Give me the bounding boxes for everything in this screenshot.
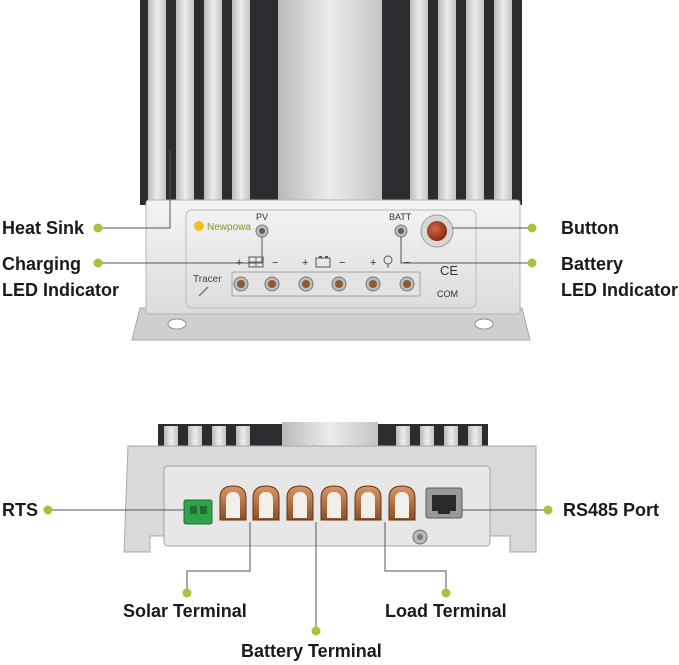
label-rts: RTS <box>2 500 38 520</box>
dot-charging-led <box>93 258 103 268</box>
com-label: COM <box>437 289 458 299</box>
rs485-port[interactable] <box>425 487 463 519</box>
top-device: Newpowa PV BATT + − + − + − CE COM Trace… <box>131 0 531 341</box>
batt-label: BATT <box>389 212 412 222</box>
brand-name: Newpowa <box>207 222 251 233</box>
label-battery-led: Battery LED Indicator <box>561 254 679 300</box>
dot-solar <box>182 588 192 598</box>
svg-text:−: − <box>339 257 345 269</box>
rts-connector[interactable] <box>183 499 213 525</box>
label-heat-sink: Heat Sink <box>2 218 85 238</box>
label-button: Button <box>561 218 619 238</box>
brand-logo-icon <box>194 221 204 231</box>
svg-text:−: − <box>272 257 278 269</box>
solar-terminal-negative[interactable] <box>252 485 280 521</box>
bottom-device <box>123 422 537 553</box>
battery-terminal-negative[interactable] <box>320 485 348 521</box>
battery-terminal-positive[interactable] <box>286 485 314 521</box>
solar-terminal-positive[interactable] <box>219 485 247 521</box>
dot-heat-sink <box>93 223 103 233</box>
label-battery-terminal: Battery Terminal <box>241 641 382 661</box>
load-terminal-positive[interactable] <box>354 485 382 521</box>
dot-rs485 <box>543 505 553 515</box>
top-terminal-strip <box>231 271 421 297</box>
load-terminal-negative[interactable] <box>388 485 416 521</box>
dot-rts <box>43 505 53 515</box>
front-panel <box>145 199 521 315</box>
battery-icon <box>315 257 331 268</box>
mounting-bracket <box>131 307 531 341</box>
model-name: Tracer <box>193 274 222 285</box>
label-solar-terminal: Solar Terminal <box>123 601 247 621</box>
dot-button <box>527 223 537 233</box>
label-panel <box>185 209 477 309</box>
label-rs485: RS485 Port <box>563 500 660 520</box>
button[interactable] <box>427 221 447 241</box>
bottom-terminals <box>219 485 416 521</box>
pv-label: PV <box>256 212 268 222</box>
leader-lines <box>48 150 548 631</box>
svg-text:+: + <box>370 257 376 269</box>
ce-mark: CE <box>440 263 458 278</box>
heat-sink <box>140 0 522 205</box>
tool-icon <box>198 286 209 297</box>
leader-dots <box>43 223 553 636</box>
dot-battery-terminal <box>311 626 321 636</box>
dot-load <box>441 588 451 598</box>
label-load-terminal: Load Terminal <box>385 601 507 621</box>
svg-text:+: + <box>302 257 308 269</box>
label-charging-led: Charging LED Indicator <box>2 254 120 300</box>
dot-battery-led <box>527 258 537 268</box>
